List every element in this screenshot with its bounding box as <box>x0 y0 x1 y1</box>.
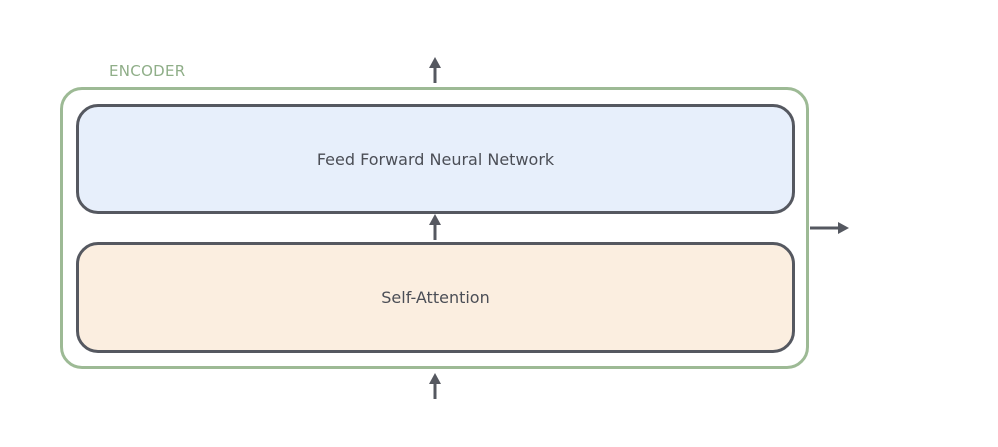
self-attention-layer: Self-Attention <box>76 242 795 353</box>
feed-forward-label: Feed Forward Neural Network <box>316 149 555 169</box>
arrow-up-output-icon <box>429 57 441 83</box>
encoder-label: ENCODER <box>109 62 186 80</box>
feed-forward-layer: Feed Forward Neural Network <box>76 104 795 214</box>
arrow-right-output-icon <box>810 222 849 234</box>
arrow-up-between-layers-icon <box>429 214 441 240</box>
arrow-up-input-icon <box>429 373 441 399</box>
self-attention-label: Self-Attention <box>381 288 490 307</box>
